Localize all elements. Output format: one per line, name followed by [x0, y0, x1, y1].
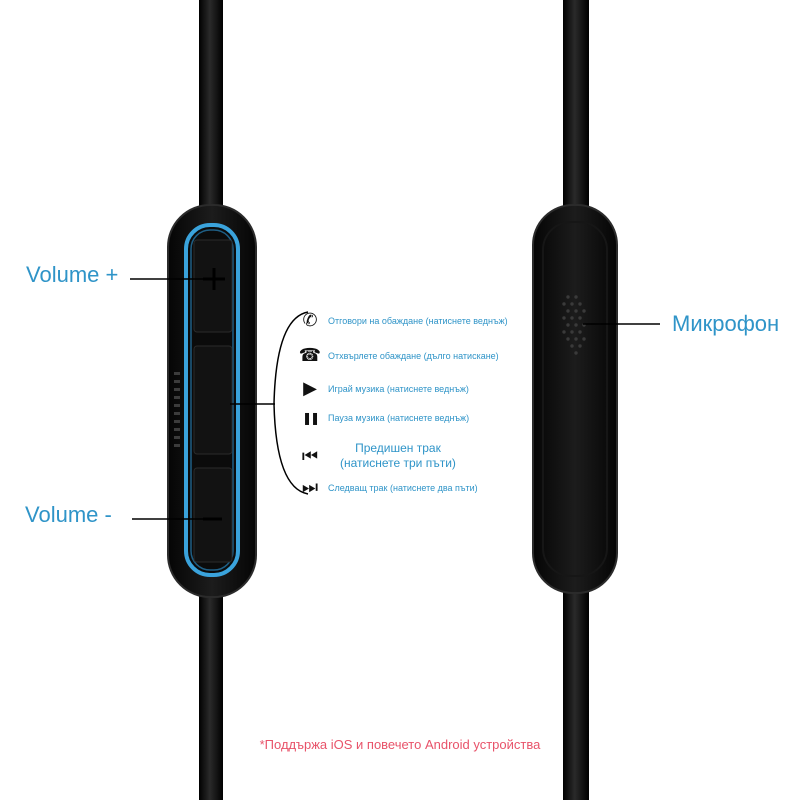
- remote-inner-ring: [190, 229, 234, 571]
- previous-track-icon: ⏮: [301, 445, 319, 466]
- phone-hangup-icon: ☎: [298, 345, 322, 365]
- microphone-inner: [542, 221, 608, 577]
- function-previous-track: ⏮ Предишен трак (натиснете три пъти): [300, 441, 456, 471]
- left-cable-top: [199, 0, 223, 215]
- function-play: ▶ Играй музика (натиснете веднъж): [300, 378, 469, 399]
- function-next-track: ⏭ Следващ трак (натиснете два пъти): [300, 477, 478, 498]
- compatibility-footnote: *Поддържа iOS и повечето Android устройс…: [259, 737, 541, 752]
- function-text: Следващ трак (натиснете два пъти): [328, 482, 478, 493]
- function-text: Отговори на обаждане (натиснете веднъж): [328, 315, 508, 326]
- function-bracket: [273, 311, 309, 495]
- function-answer-call: ✆ Отговори на обаждане (натиснете веднъж…: [300, 310, 508, 331]
- volume-down-key: [193, 467, 233, 563]
- plus-icon: [203, 268, 225, 290]
- volume-up-label: Volume +: [26, 262, 119, 287]
- play-icon: ▶: [303, 378, 317, 398]
- multi-function-key: [193, 345, 233, 455]
- function-text: Отхвърлете обаждане (дълго натискане): [328, 350, 499, 361]
- right-cable-bottom: [563, 585, 589, 800]
- function-text: Играй музика (натиснете веднъж): [328, 383, 469, 394]
- side-emboss: [174, 372, 180, 447]
- microphone-body: [532, 204, 618, 594]
- right-cable-top: [563, 0, 589, 215]
- microphone-label: Микрофон: [672, 311, 780, 336]
- function-reject-call: ☎ Отхвърлете обаждане (дълго натискане): [298, 345, 499, 366]
- function-text: Предишен трак (натиснете три пъти): [340, 441, 456, 470]
- function-text: Пауза музика (натиснете веднъж): [328, 413, 470, 423]
- function-pause: ❚❚ Пауза музика (натиснете веднъж): [300, 411, 469, 425]
- microphone-holes: [562, 295, 586, 355]
- pause-icon: ❚❚: [301, 411, 320, 425]
- next-track-icon: ⏭: [301, 477, 319, 497]
- left-cable-bottom: [199, 585, 223, 800]
- volume-down-label: Volume -: [25, 502, 112, 527]
- phone-answer-icon: ✆: [302, 310, 318, 330]
